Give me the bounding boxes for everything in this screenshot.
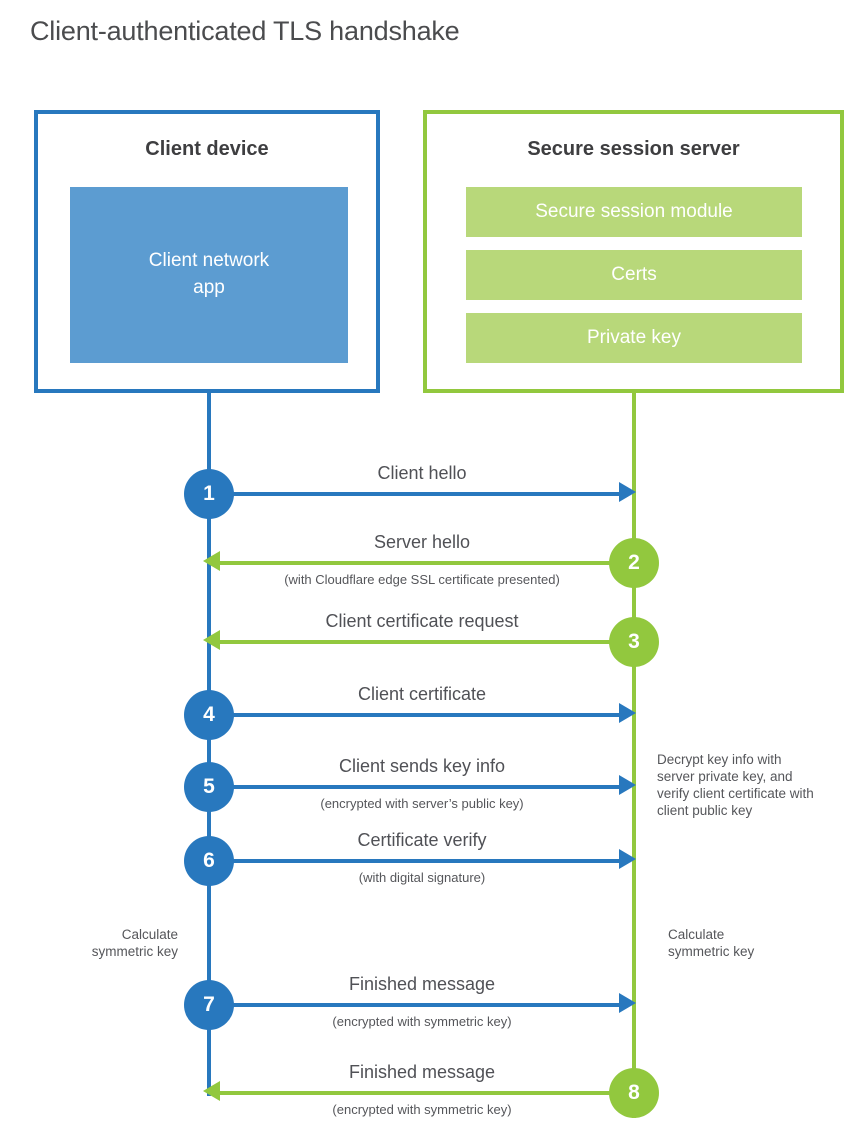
step-sublabel-2: (with Cloudflare edge SSL certificate pr… [284, 572, 560, 587]
step-arrowhead-3 [203, 630, 220, 650]
step-arrowhead-6 [619, 849, 636, 869]
step-arrowhead-8 [203, 1081, 220, 1101]
step-arrow-line-2 [220, 561, 611, 565]
client-lifeline [207, 392, 211, 1096]
step-sublabel-8: (encrypted with symmetric key) [332, 1102, 512, 1117]
server-module-bar-certs: Certs [466, 250, 802, 300]
step-arrow-line-5 [232, 785, 619, 789]
step-arrow-line-3 [220, 640, 611, 644]
step-label-5: Client sends key info [338, 756, 506, 776]
step-circle-5: 5 [184, 762, 234, 812]
step-label-1: Client hello [377, 463, 467, 483]
step-circle-2: 2 [609, 538, 659, 588]
step-arrow-line-6 [232, 859, 619, 863]
step-label-8: Finished message [348, 1062, 496, 1082]
step-arrowhead-4 [619, 703, 636, 723]
step-label-7: Finished message [348, 974, 496, 994]
step-circle-8: 8 [609, 1068, 659, 1118]
step-sublabel-6: (with digital signature) [358, 870, 486, 885]
server-module-bar-secure-session-module: Secure session module [466, 187, 802, 237]
note-calculate-symmetric-key-client: Calculate symmetric key [91, 927, 178, 959]
step-label-4: Client certificate [357, 684, 487, 704]
page-title: Client-authenticated TLS handshake [30, 16, 460, 46]
step-sublabel-5: (encrypted with server’s public key) [320, 796, 524, 811]
step-arrow-line-1 [232, 492, 619, 496]
step-circle-3: 3 [609, 617, 659, 667]
step-arrow-line-8 [220, 1091, 611, 1095]
step-circle-6: 6 [184, 836, 234, 886]
step-arrowhead-2 [203, 551, 220, 571]
step-circle-4: 4 [184, 690, 234, 740]
client-network-app-box: Client network app [70, 187, 348, 363]
server-title: Secure session server [527, 138, 740, 160]
server-lifeline [632, 392, 636, 1118]
step-arrowhead-1 [619, 482, 636, 502]
note-calculate-symmetric-key-server: Calculate symmetric key [668, 927, 755, 959]
step-arrow-line-4 [232, 713, 619, 717]
step-label-2: Server hello [373, 532, 471, 552]
step-sublabel-7: (encrypted with symmetric key) [332, 1014, 512, 1029]
client-network-app-label: Client network app [148, 250, 270, 298]
step-label-6: Certificate verify [357, 830, 487, 850]
step-arrow-line-7 [232, 1003, 619, 1007]
server-module-bar-private-key: Private key [466, 313, 802, 363]
client-device-title: Client device [145, 138, 269, 160]
note-decrypt-key-info: Decrypt key info with server private key… [657, 752, 814, 818]
step-circle-1: 1 [184, 469, 234, 519]
step-arrowhead-5 [619, 775, 636, 795]
step-arrowhead-7 [619, 993, 636, 1013]
step-label-3: Client certificate request [325, 611, 519, 631]
step-circle-7: 7 [184, 980, 234, 1030]
